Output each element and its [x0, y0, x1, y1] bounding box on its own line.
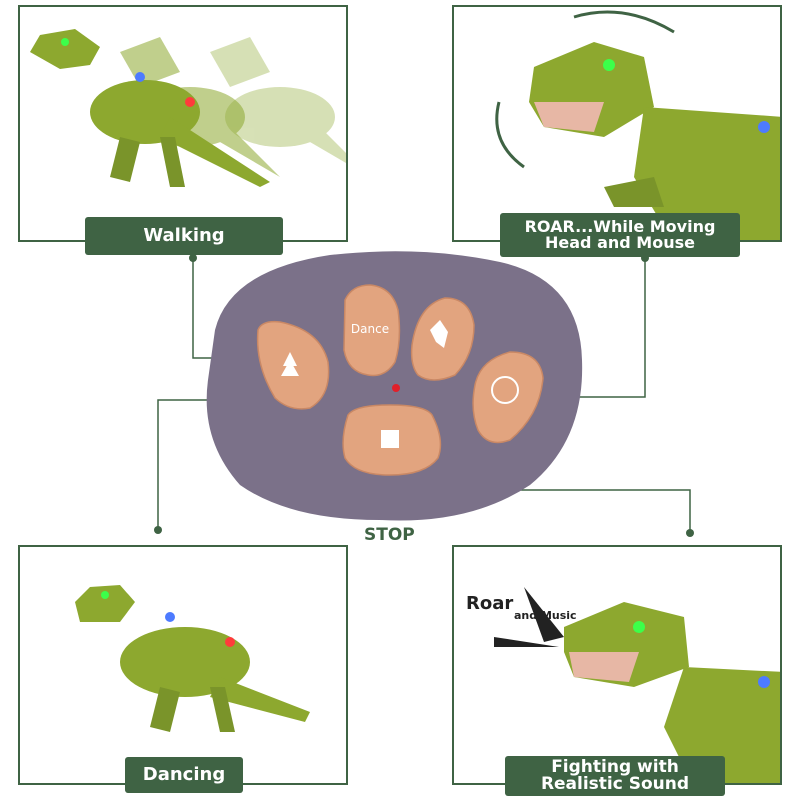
roar-dinosaur-image	[495, 10, 780, 240]
sound-wave-icon	[524, 587, 564, 642]
dance-button[interactable]	[343, 284, 401, 377]
walking-label: Walking	[85, 217, 283, 255]
fighting-panel: Roar and Music	[452, 545, 782, 785]
dancing-label: Dancing	[125, 757, 243, 793]
fighting-dinosaur-image: Roar and Music	[466, 587, 780, 783]
sound-wave-icon	[494, 637, 559, 647]
fighting-label: Fighting with Realistic Sound	[505, 756, 725, 796]
indicator-light	[392, 384, 400, 392]
roar-button[interactable]	[472, 351, 544, 444]
rotate-arrow-icon	[495, 101, 525, 169]
dance-button-label: Dance	[351, 322, 389, 336]
stop-label: STOP	[364, 525, 415, 545]
roar-panel	[452, 5, 782, 242]
dancing-panel	[18, 545, 348, 785]
roaring-dino-icon	[430, 320, 448, 348]
stop-square-icon	[381, 430, 399, 448]
walking-dinosaur-image	[30, 29, 346, 187]
dancing-dinosaur-image	[75, 585, 310, 732]
dino-head-icon	[491, 376, 519, 404]
tree-icon	[281, 352, 299, 376]
rotate-arrow-icon	[573, 10, 675, 34]
sound-text: Roar	[466, 593, 513, 614]
roar-label: ROAR...While Moving Head and Mouse	[500, 213, 740, 257]
